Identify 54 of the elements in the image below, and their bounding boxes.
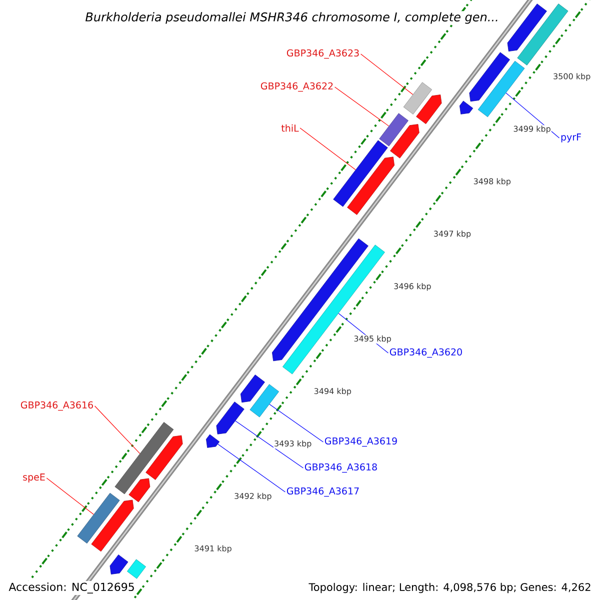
leader-line — [46, 478, 94, 515]
leader-line — [218, 444, 286, 492]
scale-label: 3494 kbp — [313, 387, 352, 396]
gene-block — [114, 422, 174, 494]
gene-block — [216, 402, 244, 434]
leader-line — [334, 86, 390, 126]
gene-block — [469, 52, 510, 102]
gene-label: pyrF — [561, 134, 581, 142]
scale-label: 3497 kbp — [432, 230, 472, 239]
gene-label: speE — [23, 474, 45, 482]
gene-block — [77, 492, 120, 544]
gene-block — [517, 4, 568, 66]
gene-label: GBP346_A3622 — [260, 82, 333, 92]
leader-line — [269, 404, 324, 442]
gene-block — [91, 500, 134, 552]
leader-line — [506, 92, 560, 138]
gene-label: GBP346_A3620 — [390, 348, 462, 358]
gene-block — [206, 434, 220, 448]
gene-label: GBP346_A3619 — [324, 437, 397, 447]
gene-label: GBP346_A3616 — [20, 401, 93, 411]
leader-line — [360, 54, 414, 95]
gene-block — [128, 478, 150, 502]
gene-block — [110, 554, 128, 574]
scale-label: 3498 kbp — [472, 178, 512, 186]
scale-label: 3496 kbp — [393, 282, 432, 292]
title-text: Burkholderia pseudomallei MSHR346 chromosome I, complete gen... — [84, 11, 500, 25]
gene-block — [250, 384, 280, 418]
gene-label: GBP346_A3618 — [304, 463, 377, 473]
scale-label: 3495 kbp — [353, 334, 392, 344]
gene-block — [507, 4, 547, 52]
leader-line — [94, 406, 140, 454]
scale-label: 3500 kbp — [552, 72, 592, 82]
gene-block — [403, 82, 432, 114]
scale-label: 3499 kbp — [512, 125, 552, 134]
footer-text: Topology: linear; Length: 4,098,576 bp; Genes: 4,262 — [307, 581, 593, 595]
gene-block — [416, 94, 442, 124]
leader-line — [235, 420, 304, 468]
gene-block — [240, 374, 265, 403]
gene-label: GBP346_A3617 — [286, 487, 359, 497]
scale-label: 3493 kbp — [274, 440, 312, 449]
gene-block — [146, 435, 183, 480]
gene-block — [460, 100, 474, 114]
gene-block — [379, 113, 408, 146]
gene-block — [127, 559, 146, 579]
leader-line — [300, 128, 356, 170]
gene-block — [390, 124, 420, 158]
gene-block — [478, 60, 525, 118]
scale-label: 3491 kbp — [194, 544, 232, 554]
scale-label: 3492 kbp — [234, 492, 272, 502]
gene-block — [347, 156, 395, 215]
gene-block — [333, 140, 388, 207]
gene-label: thiL — [281, 124, 299, 132]
gene-label: GBP346_A3623 — [286, 49, 359, 59]
footer-text: Accession: NC_012695 — [7, 581, 136, 595]
